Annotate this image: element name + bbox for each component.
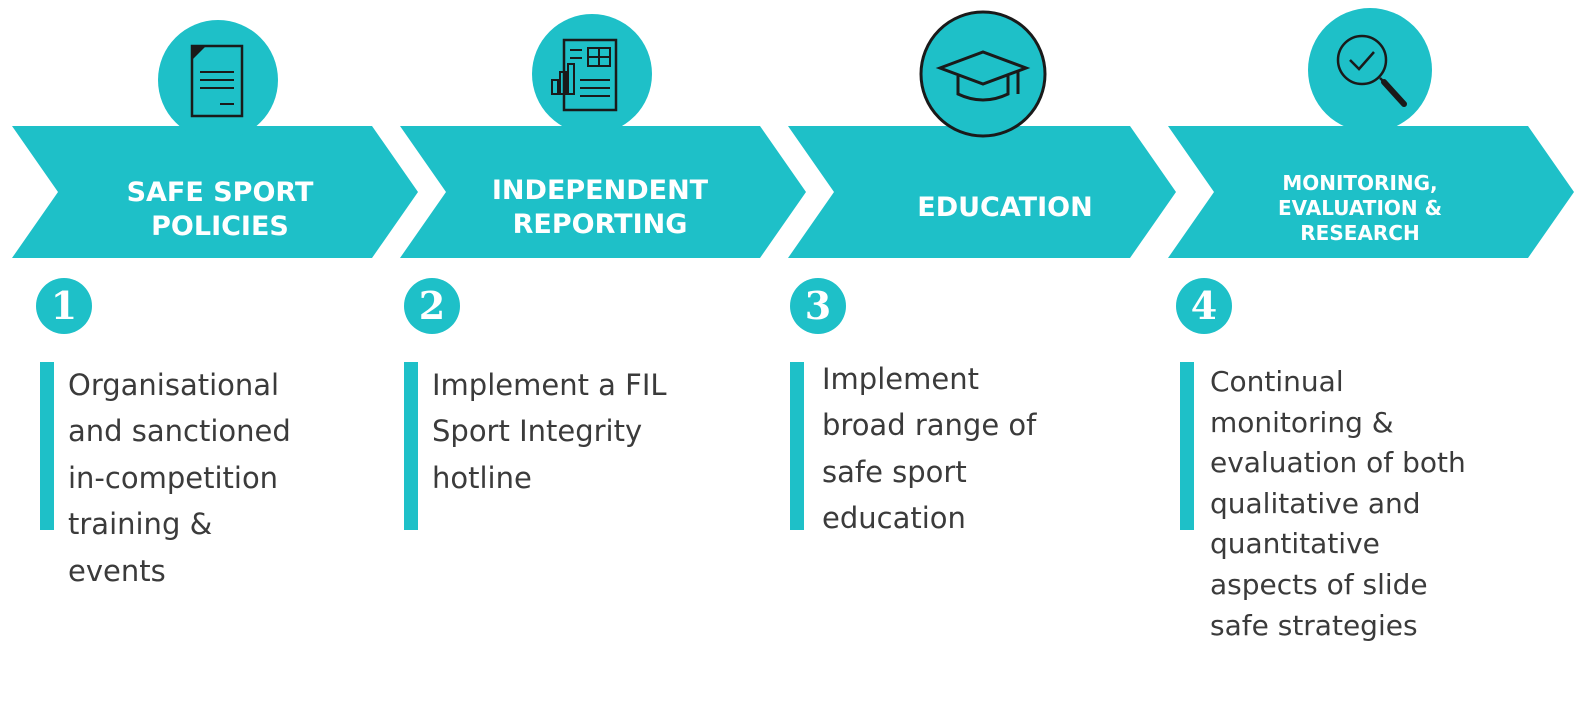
stage-4-title-line-2: EVALUATION &	[1277, 195, 1443, 220]
stage-2-accent-bar	[404, 362, 418, 530]
graduation-cap-icon	[919, 10, 1047, 138]
stage-4-accent-bar	[1180, 362, 1194, 530]
stage-3-accent-bar	[790, 362, 804, 530]
stage-2-description: Implement a FIL Sport Integrity hotline	[432, 368, 667, 495]
stage-2-number-badge: 2	[404, 278, 460, 334]
stage-2-title-line-1: INDEPENDENT	[491, 175, 709, 207]
stage-3-description: Implement broad range of safe sport educ…	[822, 362, 1037, 536]
stage-1-title-line-2: POLICIES	[151, 211, 289, 242]
stage-1-accent-bar	[40, 362, 54, 530]
chevron-stage-3	[788, 126, 1176, 258]
report-chart-icon	[532, 14, 652, 134]
stage-1-title: SAFE SPORT POLICIES	[70, 160, 370, 260]
stage-2-title: INDEPENDENT REPORTING	[450, 158, 750, 258]
stage-4-number-badge: 4	[1176, 278, 1232, 334]
stage-3-number-badge: 3	[790, 278, 846, 334]
chevron-stage-1	[12, 126, 418, 258]
stage-1-number-badge: 1	[36, 278, 92, 334]
stage-4-description: Continual monitoring & evaluation of bot…	[1210, 365, 1466, 642]
stage-2-title-line-2: REPORTING	[512, 209, 688, 240]
stage-4-title-line-3: RESEARCH	[1300, 220, 1420, 245]
stage-3-title-line-1: EDUCATION	[917, 192, 1093, 224]
chevron-stage-2	[400, 126, 806, 258]
stage-1-description: Organisational and sanctioned in-competi…	[68, 368, 291, 588]
stage-1-title-line-1: SAFE SPORT	[126, 177, 314, 209]
magnifier-check-icon	[1308, 8, 1432, 132]
chevron-stage-4	[1168, 126, 1574, 258]
stage-3-title: EDUCATION	[855, 158, 1155, 258]
document-icon	[158, 20, 278, 140]
stage-4-title-line-1: MONITORING,	[1282, 170, 1438, 195]
stage-4-title: MONITORING, EVALUATION & RESEARCH	[1210, 150, 1510, 266]
